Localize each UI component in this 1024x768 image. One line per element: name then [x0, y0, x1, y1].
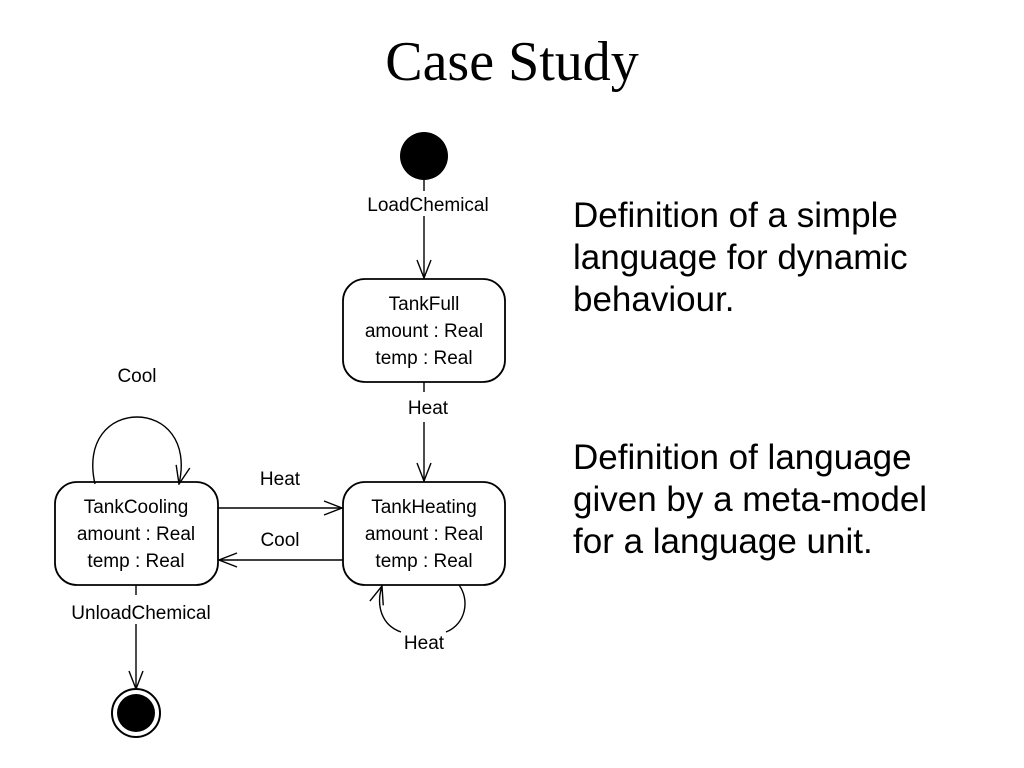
description-line: language for dynamic [573, 238, 908, 277]
transition-cooling-self-loop: Cool [92, 366, 182, 484]
description-line: behaviour. [573, 280, 735, 319]
state-tank-full: TankFull amount : Real temp : Real [342, 278, 506, 383]
transition-label-heat: Heat [260, 469, 301, 490]
description-line: for a language unit. [573, 522, 873, 561]
transition-full-to-heating: Heat [408, 382, 449, 481]
description-paragraph-1: Definition of a simple language for dyna… [573, 195, 1003, 321]
transition-load-chemical: LoadChemical [367, 180, 489, 278]
state-tank-heating: TankHeating amount : Real temp : Real [342, 481, 506, 586]
state-attr: temp : Real [375, 348, 472, 369]
transition-unload-chemical: UnloadChemical [71, 585, 211, 689]
state-attr: temp : Real [375, 551, 472, 572]
description-line: Definition of language [573, 438, 912, 477]
transition-label-heat: Heat [404, 633, 445, 654]
transition-label-load-chemical: LoadChemical [367, 195, 488, 216]
transition-heating-self-loop: Heat [380, 585, 466, 654]
final-state [111, 688, 161, 738]
transition-label-cool: Cool [117, 366, 156, 387]
state-name-tank-full: TankFull [389, 294, 460, 315]
state-tank-cooling: TankCooling amount : Real temp : Real [54, 481, 219, 586]
transition-label-unload-chemical: UnloadChemical [71, 603, 210, 624]
transition-heating-to-cooling: Cool [219, 530, 343, 560]
description-line: given by a meta-model [573, 480, 928, 519]
state-name-tank-cooling: TankCooling [84, 497, 189, 518]
state-attr: temp : Real [87, 551, 184, 572]
state-attr: amount : Real [365, 321, 483, 342]
transition-label-heat: Heat [408, 398, 449, 419]
description-paragraph-2: Definition of language given by a meta-m… [573, 437, 1003, 563]
initial-state [400, 132, 448, 180]
slide-title: Case Study [385, 31, 639, 93]
transition-label-cool: Cool [260, 530, 299, 551]
state-name-tank-heating: TankHeating [371, 497, 477, 518]
description-line: Definition of a simple [573, 196, 898, 235]
transition-cooling-to-heating: Heat [218, 469, 342, 508]
state-attr: amount : Real [365, 524, 483, 545]
state-attr: amount : Real [77, 524, 195, 545]
